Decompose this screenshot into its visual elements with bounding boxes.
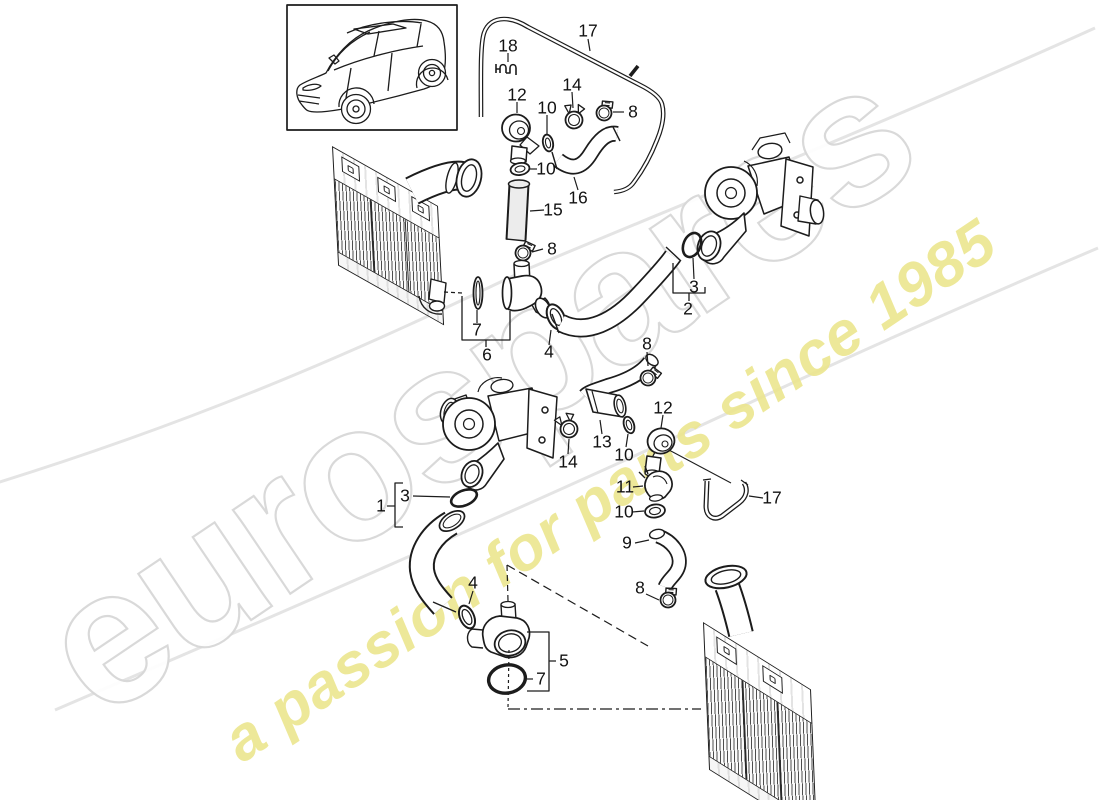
coupling-4b: [457, 604, 477, 630]
callout-part-10-19[interactable]: 10: [614, 444, 634, 465]
turbocharger-upper: [696, 132, 825, 265]
car-thumbnail-box: [286, 4, 458, 131]
callout-part-16-7[interactable]: 16: [568, 187, 588, 208]
seal-10c: [622, 415, 636, 435]
callout-part-14-3[interactable]: 14: [562, 74, 582, 95]
oring-7b: [486, 663, 528, 695]
callout-part-17-23[interactable]: 17: [762, 487, 782, 508]
seal-10a: [541, 133, 555, 153]
connector-11: [638, 465, 673, 502]
callout-part-8-29[interactable]: 8: [635, 577, 645, 598]
intercooler-right-inlet-pipe: [704, 564, 754, 637]
callout-part-5-27[interactable]: 5: [559, 650, 569, 671]
oring-3a: [681, 231, 703, 259]
bracket-2-3: [672, 263, 706, 301]
clamp-8c: [639, 366, 663, 387]
oring-3b: [449, 488, 479, 508]
callout-part-9-22[interactable]: 9: [622, 532, 632, 553]
callout-part-14-17[interactable]: 14: [558, 451, 578, 472]
seal-10b: [509, 161, 531, 177]
clamp-8d: [659, 587, 678, 609]
callout-part-3-25[interactable]: 3: [400, 485, 410, 506]
hose-17-lower: [702, 478, 749, 521]
hose-17-breather: [478, 16, 666, 195]
bracket-5-7: [527, 631, 556, 692]
bracket-6-7: [461, 296, 511, 347]
callout-part-12-2[interactable]: 12: [507, 84, 527, 105]
hose-16: [551, 125, 621, 175]
callout-part-18-0[interactable]: 18: [498, 35, 518, 56]
callout-part-6-11[interactable]: 6: [482, 344, 492, 365]
callout-part-13-16[interactable]: 13: [592, 431, 612, 452]
turbocharger-lower: [439, 377, 558, 491]
leader-lines: [387, 38, 764, 680]
callout-part-7-10[interactable]: 7: [472, 319, 482, 340]
intercooler-left-outlet-pipe: [405, 158, 483, 205]
clamp-14b: [553, 412, 579, 439]
callout-part-2-14[interactable]: 2: [683, 298, 693, 319]
callout-part-10-4[interactable]: 10: [537, 97, 557, 118]
hose-13: [579, 353, 659, 418]
seal-10d: [644, 503, 666, 519]
valve-12-upper: [501, 113, 540, 165]
callout-part-1-24[interactable]: 1: [376, 495, 386, 516]
brackets: [394, 263, 706, 692]
clamp-8b: [514, 240, 536, 262]
clamp-14a: [564, 103, 586, 130]
callout-part-12-18[interactable]: 12: [653, 397, 673, 418]
callout-part-4-12[interactable]: 4: [544, 341, 554, 362]
bracket-1: [394, 482, 403, 528]
callout-part-8-15[interactable]: 8: [642, 333, 652, 354]
callout-part-17-1[interactable]: 17: [578, 20, 598, 41]
hose-2: [551, 246, 682, 338]
car-icon: [296, 18, 449, 125]
callout-part-3-13[interactable]: 3: [689, 276, 699, 297]
callout-part-10-6[interactable]: 10: [536, 158, 556, 179]
callout-part-8-9[interactable]: 8: [547, 238, 557, 259]
hose-1: [408, 509, 466, 615]
callout-part-15-8[interactable]: 15: [543, 199, 563, 220]
pipe-6: [501, 274, 552, 319]
callout-part-7-28[interactable]: 7: [536, 668, 546, 689]
callout-part-10-21[interactable]: 10: [614, 501, 634, 522]
hose-15: [505, 179, 531, 242]
callout-part-11-20[interactable]: 11: [615, 476, 635, 497]
intercooler-left-lower-outlet: [418, 278, 447, 315]
callout-part-8-5[interactable]: 8: [628, 101, 638, 122]
hose-9: [648, 528, 687, 591]
callout-part-4-26[interactable]: 4: [468, 572, 478, 593]
t-pipe-5: [466, 600, 531, 659]
oring-7a: [472, 276, 484, 310]
clip-18: [495, 63, 517, 75]
dashed-lines: [443, 291, 701, 710]
clamp-8a: [595, 100, 614, 122]
